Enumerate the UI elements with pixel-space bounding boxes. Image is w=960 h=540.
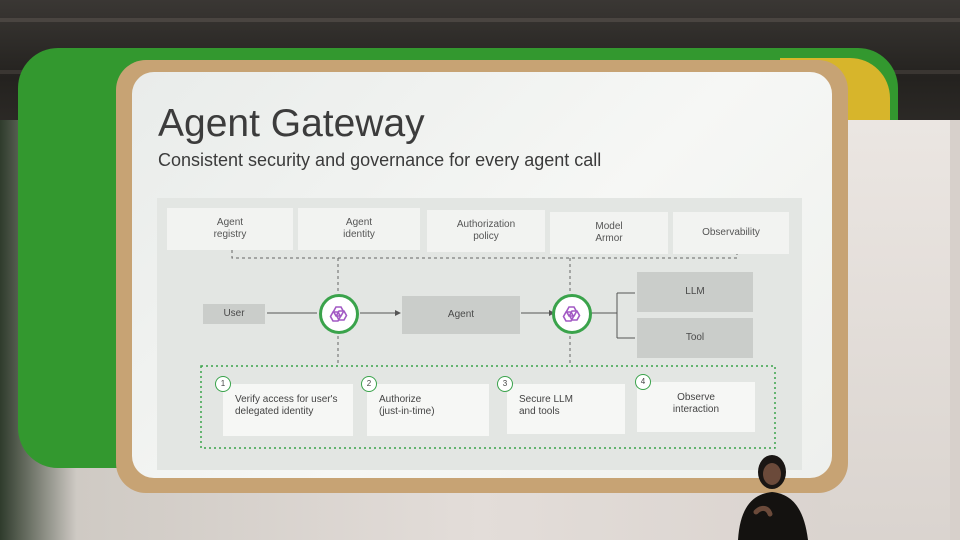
step-number: 2 [361,376,377,392]
service-label: Agent [216,217,244,228]
stage-light-panel [830,120,950,540]
steps-dotted-frame [200,365,776,449]
step-card-3: Secure LLM and tools [507,384,625,434]
diagram-connectors [200,250,776,449]
step-card-1: Verify access for user's delegated ident… [223,384,353,436]
tool-node: Tool [637,318,753,358]
llm-node: LLM [637,272,753,312]
gateway-hub-outbound [552,294,592,334]
step-text: interaction [672,404,720,415]
service-label: Model [595,221,623,232]
user-node: User [203,304,265,324]
step-card-2: Authorize (just-in-time) [367,384,489,436]
step-text: delegated identity [235,406,314,417]
step-card-4: Observe interaction [637,382,755,432]
step-number: 4 [635,374,651,390]
service-label: identity [343,229,375,240]
step-text: Authorize [379,394,422,405]
slide-title: Agent Gateway [158,102,425,145]
step-number: 1 [215,376,231,392]
presenter-silhouette [738,455,808,540]
service-label: Authorization [456,219,516,230]
step-number: 3 [497,376,513,392]
service-label: Armor [595,233,623,244]
step-text: Verify access for user's [235,394,338,405]
step-text: Observe [677,392,715,403]
step-text: (just-in-time) [379,406,435,417]
gateway-hub-inbound [319,294,359,334]
projection-screen: Agent Gateway Consistent security and go… [132,72,832,478]
service-label: registry [213,229,247,240]
service-label: policy [473,231,499,242]
service-label: Observability [702,227,760,238]
service-observability: Observability [673,212,789,254]
service-label: Agent [345,217,373,228]
step-text: Secure LLM [519,394,573,405]
hexagon-gateway-icon [562,306,581,322]
step-text: and tools [519,406,560,417]
ceiling-beam [0,18,960,22]
agent-node: Agent [402,296,520,334]
hexagon-gateway-icon [329,306,348,322]
slide-subtitle: Consistent security and governance for e… [158,150,602,170]
